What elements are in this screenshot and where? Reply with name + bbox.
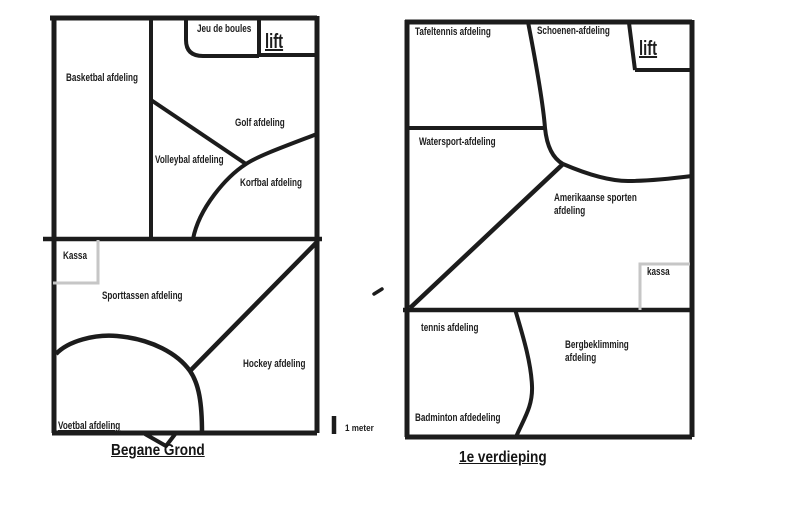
- label-jeu-de-boules: Jeu de boules: [197, 23, 252, 35]
- label-schoenen: Schoenen-afdeling: [537, 25, 610, 37]
- label-lift-first: lift: [639, 38, 658, 60]
- label-sporttassen: Sporttassen afdeling: [102, 290, 183, 302]
- wall-volleybal-diagonal: [149, 98, 248, 166]
- ground-floor-title: Begane Grond: [111, 442, 205, 459]
- wall-tennis-curve: [513, 308, 535, 438]
- label-amerikaanse-sporten: Amerikaanse sporten afdeling: [554, 192, 637, 217]
- wall-main-diagonal: [408, 162, 565, 310]
- wall-jeu-de-boules-box: [184, 16, 261, 58]
- label-voetbal: Voetbal afdeling: [58, 420, 121, 432]
- scale-label: 1 meter: [345, 423, 374, 434]
- label-watersport: Watersport-afdeling: [419, 136, 496, 148]
- label-basketbal: Basketbal afdeling: [66, 72, 138, 84]
- wall-korfbal-curve: [191, 132, 318, 240]
- label-tennis: tennis afdeling: [421, 322, 479, 334]
- first-floor-title: 1e verdieping: [459, 449, 547, 466]
- label-kassa-first: kassa: [647, 266, 670, 278]
- kassa-outline-first: [638, 262, 690, 310]
- label-hockey: Hockey afdeling: [243, 358, 306, 370]
- label-bergbeklimming: Bergbeklimming afdeling: [565, 339, 629, 364]
- wall-voetbal-arc: [54, 333, 205, 434]
- wall-schoenen-divider: [526, 21, 565, 166]
- kassa-outline-ground: [53, 240, 100, 285]
- wall-bottom-flap: [144, 431, 178, 448]
- label-tafeltennis: Tafeltennis afdeling: [415, 26, 491, 38]
- label-badminton: Badminton afdedeling: [415, 412, 501, 424]
- ground-floor-outline: [50, 15, 320, 436]
- label-korfbal: Korfbal afdeling: [240, 177, 302, 189]
- wall-lift-first: [627, 22, 692, 72]
- first-floor-outline: [404, 19, 695, 440]
- wall-hockey-diagonal: [188, 239, 320, 373]
- pen-dash-mark: [372, 287, 384, 296]
- label-volleybal: Volleybal afdeling: [155, 154, 224, 166]
- label-kassa-ground: Kassa: [63, 250, 87, 262]
- label-golf: Golf afdeling: [235, 117, 285, 129]
- label-lift-ground: lift: [265, 31, 284, 53]
- wall-amerikaanse-curve: [562, 162, 693, 184]
